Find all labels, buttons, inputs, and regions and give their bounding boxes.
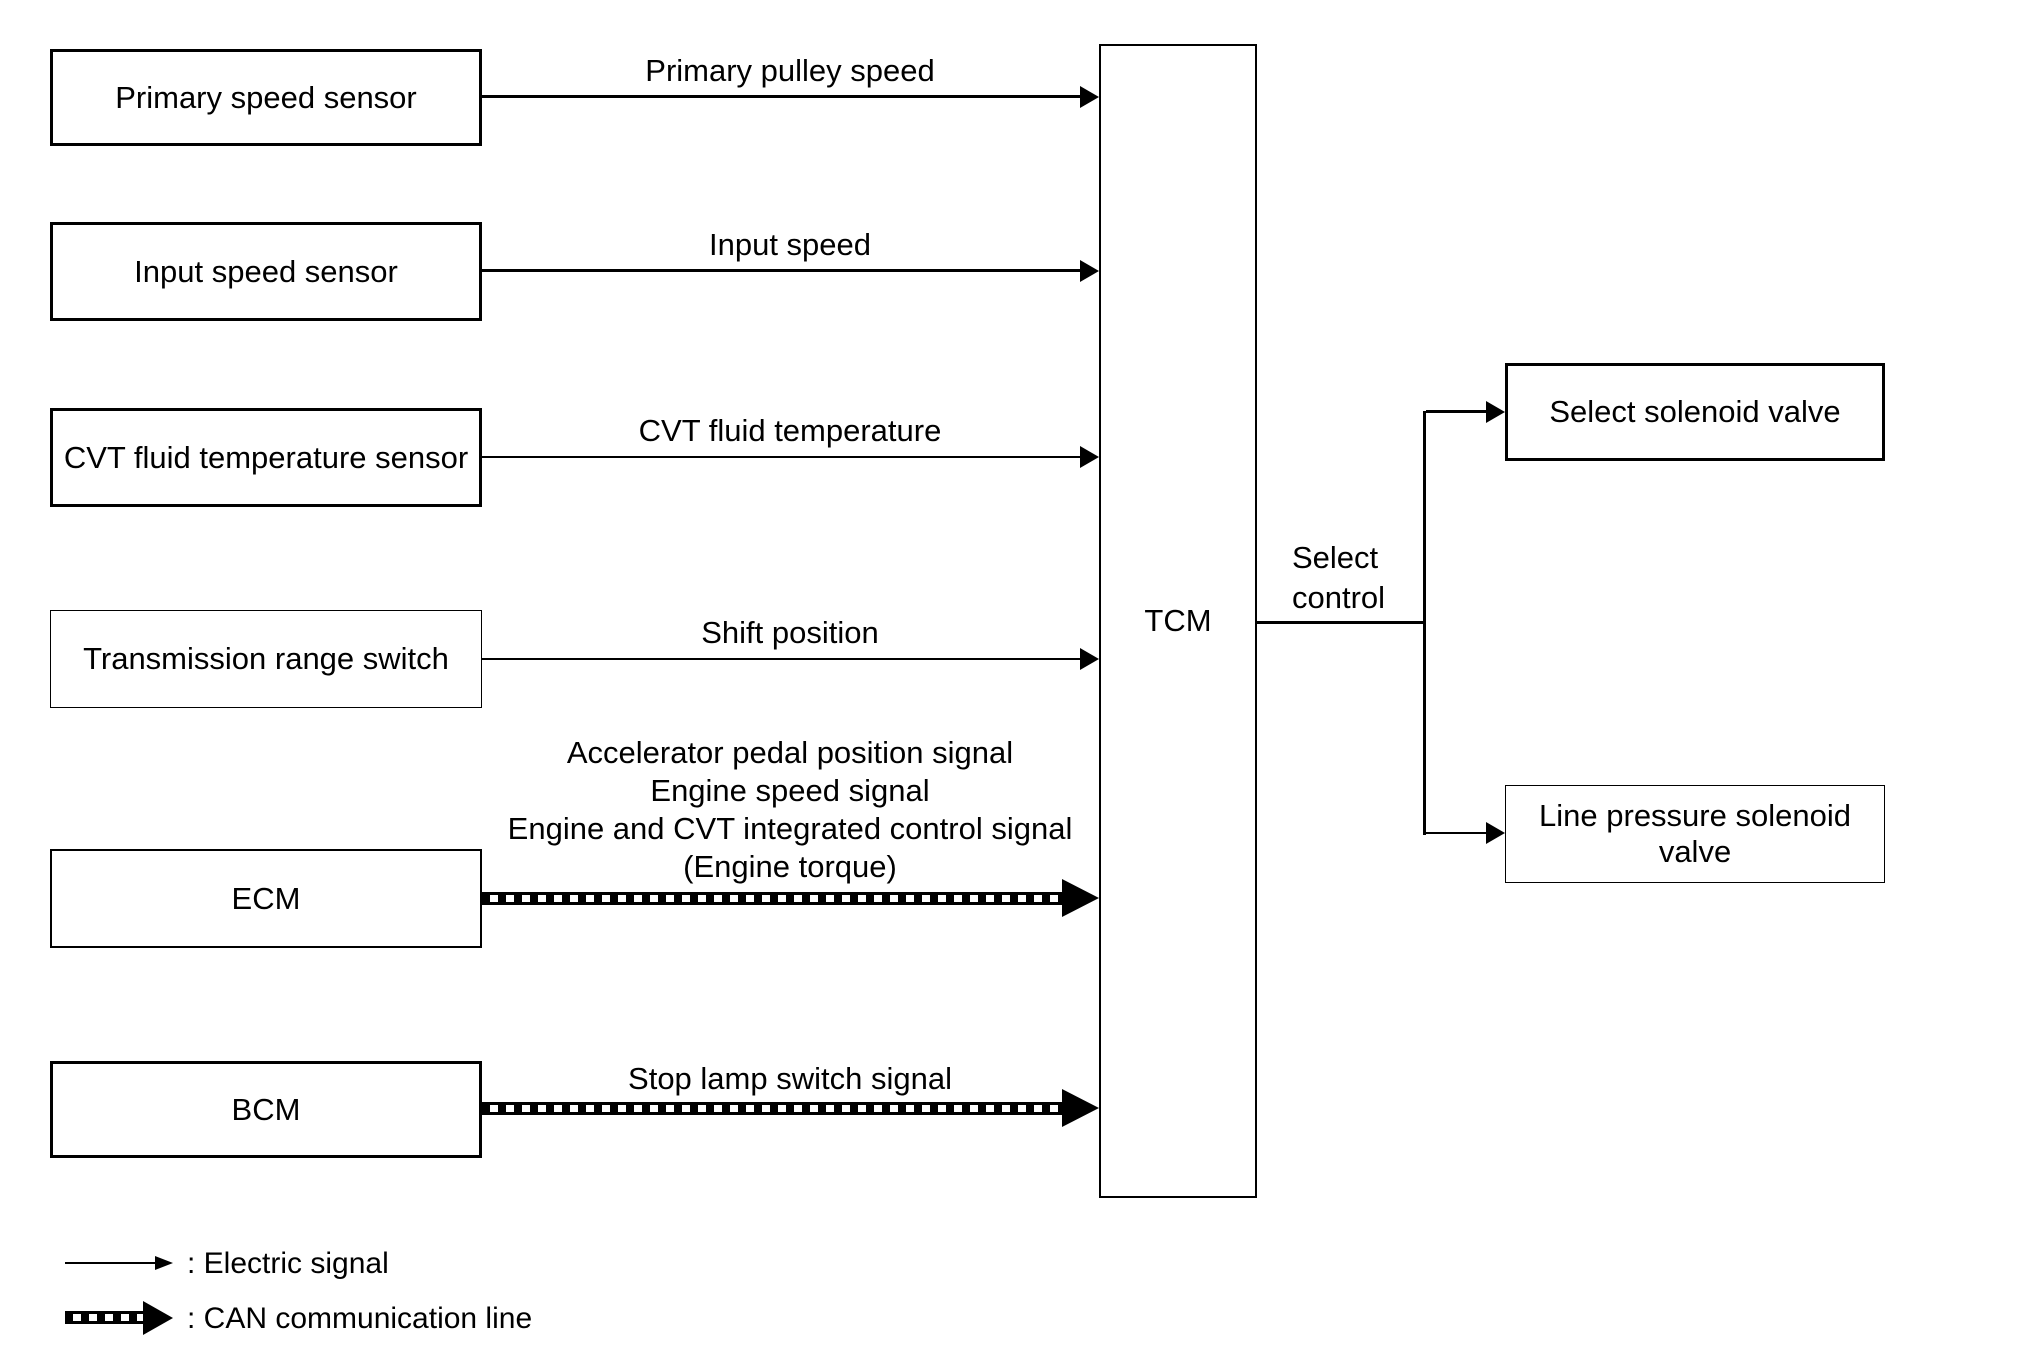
signal-label-input-speed: Input speed — [490, 226, 1090, 264]
can-arrowhead-icon — [1062, 1089, 1099, 1127]
signal-label-shift-position: Shift position — [490, 614, 1090, 652]
arrowhead-icon — [155, 1256, 173, 1270]
can-line-bcm-to-tcm — [482, 1102, 1062, 1115]
signal-label-cvt-fluid-temperature: CVT fluid temperature — [490, 412, 1090, 450]
signal-label-line: control — [1292, 580, 1386, 615]
node-ecm: ECM — [50, 849, 482, 948]
signal-label-text: Input speed — [708, 227, 872, 262]
node-tcm: TCM — [1099, 44, 1257, 1198]
signal-label-select-control: Select control — [1292, 538, 1385, 618]
node-line-pressure-solenoid-valve: Line pressure solenoid valve — [1505, 785, 1885, 883]
signal-label-line: Engine and CVT integrated control signal — [507, 811, 1073, 846]
signal-label-text: Stop lamp switch signal — [628, 1061, 952, 1096]
arrow-line-to-line-pressure-solenoid-valve — [1426, 832, 1486, 834]
arrowhead-icon — [1080, 446, 1099, 468]
electric-arrow-line-primary-pulley-speed — [482, 95, 1080, 98]
node-label: CVT fluid temperature sensor — [63, 439, 469, 475]
can-line-ecm-to-tcm — [482, 892, 1062, 905]
node-select-solenoid-valve: Select solenoid valve — [1505, 363, 1885, 461]
can-arrowhead-icon — [143, 1301, 173, 1335]
node-label: ECM — [231, 880, 301, 916]
signal-label-text: CVT fluid temperature — [638, 413, 942, 448]
node-cvt-fluid-temperature-sensor: CVT fluid temperature sensor — [50, 408, 482, 507]
legend-label-text: : CAN communication line — [187, 1302, 533, 1335]
node-label: Select solenoid valve — [1549, 394, 1841, 429]
select-control-stem-line — [1257, 621, 1426, 624]
electric-arrow-line-input-speed — [482, 269, 1080, 272]
node-primary-speed-sensor: Primary speed sensor — [50, 49, 482, 146]
signal-label-primary-pulley-speed: Primary pulley speed — [490, 52, 1090, 90]
signal-label-ecm-can-signals: Accelerator pedal position signal Engine… — [490, 734, 1090, 886]
arrow-line-to-select-solenoid-valve — [1426, 410, 1486, 413]
signal-label-line: Engine speed signal — [650, 773, 930, 808]
signal-label-line: Accelerator pedal position signal — [566, 735, 1014, 770]
arrowhead-icon — [1080, 86, 1099, 108]
can-arrowhead-icon — [1062, 879, 1099, 917]
node-label: TCM — [1144, 603, 1212, 638]
signal-label-text: Shift position — [701, 615, 879, 650]
node-label: Line pressure solenoid valve — [1539, 798, 1851, 869]
signal-label-line: (Engine torque) — [683, 849, 897, 884]
arrowhead-icon — [1486, 401, 1505, 423]
legend-can-label: : CAN communication line — [187, 1301, 532, 1336]
signal-label-stop-lamp-switch-signal: Stop lamp switch signal — [490, 1060, 1090, 1098]
select-control-branch-line — [1423, 411, 1426, 835]
node-label: Input speed sensor — [134, 253, 398, 289]
arrowhead-icon — [1486, 822, 1505, 844]
legend-electric-arrow-icon — [65, 1262, 155, 1264]
electric-arrow-line-cvt-fluid-temperature — [482, 456, 1080, 458]
arrowhead-icon — [1080, 648, 1099, 670]
signal-label-text: Primary pulley speed — [645, 53, 935, 88]
node-label: Primary speed sensor — [115, 79, 417, 115]
node-transmission-range-switch: Transmission range switch — [50, 610, 482, 708]
legend-label-text: : Electric signal — [187, 1247, 389, 1280]
arrowhead-icon — [1080, 260, 1099, 282]
signal-label-line: Select — [1292, 540, 1379, 575]
legend-can-arrow-icon — [65, 1311, 143, 1324]
node-label: Transmission range switch — [83, 641, 449, 676]
legend-electric-label: : Electric signal — [187, 1246, 389, 1281]
node-input-speed-sensor: Input speed sensor — [50, 222, 482, 321]
electric-arrow-line-shift-position — [482, 658, 1080, 660]
node-bcm: BCM — [50, 1061, 482, 1158]
node-label: BCM — [231, 1091, 301, 1127]
